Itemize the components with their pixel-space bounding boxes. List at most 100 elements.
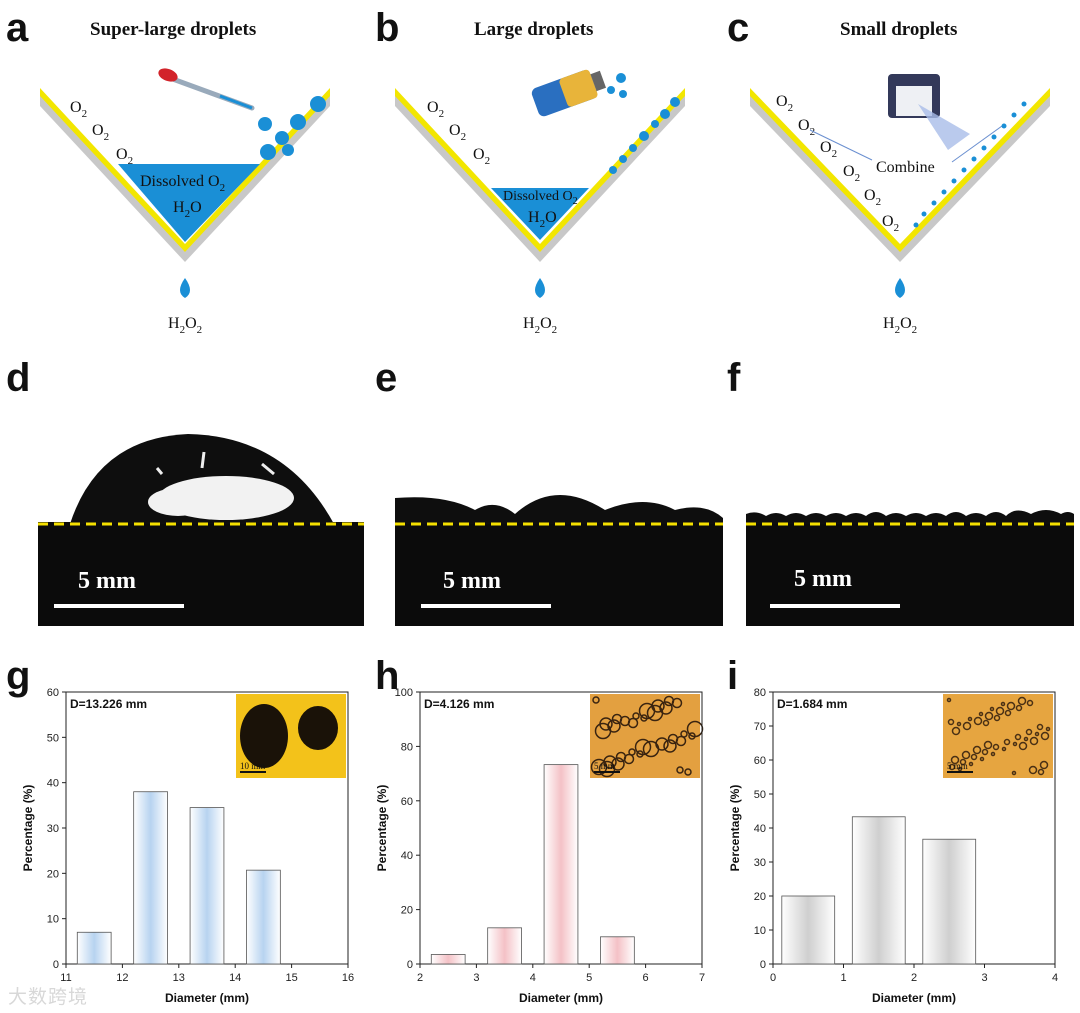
x-tick-label: 5 xyxy=(586,972,592,984)
y-tick-label: 70 xyxy=(754,721,766,733)
bar xyxy=(922,838,977,965)
inset-droplet xyxy=(956,721,962,727)
o2-label: O2 xyxy=(116,146,133,167)
h2o2-label: H2O2 xyxy=(523,315,557,336)
o2-label: O2 xyxy=(776,93,793,114)
y-tick-label: 60 xyxy=(401,796,413,808)
nebulizer-icon xyxy=(888,74,970,150)
inset-droplet xyxy=(1014,733,1022,741)
inset-droplet xyxy=(982,719,990,727)
inset-droplet xyxy=(1015,704,1023,712)
y-tick-label: 0 xyxy=(760,959,766,971)
inset-droplet xyxy=(680,730,688,738)
inset-droplet xyxy=(1045,726,1051,732)
inset-droplet xyxy=(970,753,978,761)
panel-label-c: c xyxy=(727,6,750,50)
inset-droplet xyxy=(659,701,673,715)
h2o2-label: H2O2 xyxy=(168,315,202,336)
inset-droplet xyxy=(676,766,684,774)
inset-scale-label: 10 mm xyxy=(240,761,265,771)
o2-label: O2 xyxy=(92,122,109,143)
x-tick-label: 12 xyxy=(116,972,128,984)
panel-label-e: e xyxy=(375,356,398,400)
h2o-label: H2O xyxy=(173,199,202,220)
inset-droplet xyxy=(667,733,679,745)
inset-droplet xyxy=(993,714,1001,722)
scale-bar-label: 5 mm xyxy=(794,566,852,592)
inset-droplet xyxy=(959,758,967,766)
y-tick-label: 40 xyxy=(754,823,766,835)
h2o2-drop-icon xyxy=(895,278,905,298)
inset-droplet xyxy=(967,716,973,722)
inset-droplet xyxy=(1026,699,1034,707)
x-tick-label: 4 xyxy=(1052,972,1058,984)
x-tick-label: 4 xyxy=(530,972,536,984)
y-tick-label: 0 xyxy=(53,959,59,971)
inset-droplet xyxy=(1037,768,1045,776)
inset-droplet xyxy=(946,697,952,703)
x-tick-label: 14 xyxy=(229,972,241,984)
combine-label: Combine xyxy=(876,159,935,176)
inset-droplet xyxy=(995,706,1005,716)
panel-label-d: d xyxy=(6,356,31,400)
inset-droplet xyxy=(1029,736,1039,746)
panel-label-b: b xyxy=(375,6,400,50)
pipette-icon xyxy=(158,68,255,111)
inset-droplet xyxy=(978,711,984,717)
droplets xyxy=(258,96,326,160)
inset-scale-label: 5 mm xyxy=(947,761,968,771)
panel-title-b: Large droplets xyxy=(474,19,594,40)
bar xyxy=(76,931,112,965)
inset-droplet xyxy=(984,711,994,721)
x-tick-label: 16 xyxy=(342,972,354,984)
inset-droplet xyxy=(1036,723,1044,731)
y-tick-label: 100 xyxy=(395,687,413,699)
o2-label: O2 xyxy=(798,117,815,138)
panel-title-a: Super-large droplets xyxy=(90,19,257,40)
inset-droplet xyxy=(1006,701,1016,711)
h2o2-label: H2O2 xyxy=(883,315,917,336)
y-tick-label: 10 xyxy=(47,914,59,926)
x-axis-label: Diameter (mm) xyxy=(519,991,603,1005)
inset-droplet xyxy=(1011,770,1017,776)
inset-droplet xyxy=(607,719,621,733)
scale-bar-label: 5 mm xyxy=(78,568,136,594)
droplet-photo-d: 5 mm xyxy=(38,434,364,626)
x-tick-label: 11 xyxy=(60,972,71,984)
bar xyxy=(189,807,225,965)
inset-droplet xyxy=(663,739,677,753)
schematic-c: O2 O2 O2 O2 O2 O2 Combine H2O2 xyxy=(750,74,1050,336)
inset-droplet xyxy=(962,721,972,731)
inset-droplet xyxy=(1039,760,1049,770)
panel-title-c: Small droplets xyxy=(840,19,958,40)
y-tick-label: 20 xyxy=(47,868,59,880)
inset-droplet xyxy=(298,706,338,750)
inset-droplet xyxy=(968,761,974,767)
inset-droplet xyxy=(979,756,985,762)
y-axis-label: Percentage (%) xyxy=(21,785,35,872)
inset-droplet xyxy=(663,695,675,707)
y-axis-label: Percentage (%) xyxy=(728,785,742,872)
inset-droplet xyxy=(634,738,652,756)
inset-droplet xyxy=(240,704,288,768)
diameter-annotation: D=1.684 mm xyxy=(777,697,847,711)
o2-label: O2 xyxy=(864,187,881,208)
droplets xyxy=(607,73,680,174)
inset-droplet xyxy=(983,740,993,750)
bar xyxy=(487,927,522,965)
y-tick-label: 50 xyxy=(47,732,59,744)
y-tick-label: 20 xyxy=(754,891,766,903)
bar xyxy=(781,895,836,965)
y-tick-label: 40 xyxy=(47,778,59,790)
x-tick-label: 2 xyxy=(417,972,423,984)
inset-droplet xyxy=(1023,736,1029,742)
y-tick-label: 60 xyxy=(754,755,766,767)
y-tick-label: 50 xyxy=(754,789,766,801)
panel-label-a: a xyxy=(6,6,29,50)
inset-droplet xyxy=(961,750,971,760)
schematic-b: O2 O2 O2 Dissolved O2 H2O H2O2 xyxy=(395,69,685,336)
inset-droplet xyxy=(992,743,1000,751)
diameter-annotation: D=13.226 mm xyxy=(70,697,147,711)
